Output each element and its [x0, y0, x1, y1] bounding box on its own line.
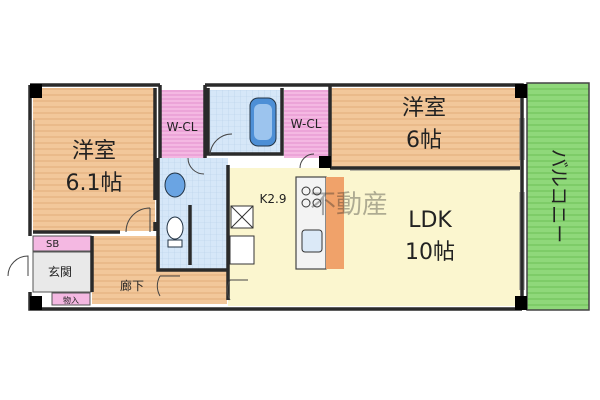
- stove-burner: [301, 186, 311, 196]
- washing-machine-pan: [229, 235, 255, 265]
- west-bedroom-name: 洋室: [72, 139, 116, 164]
- east-bedroom-name: 洋室: [402, 96, 446, 121]
- toilet: [166, 216, 184, 240]
- east-bedroom-size: 6帖: [406, 128, 442, 153]
- shoebox-label: SB: [46, 239, 59, 250]
- bathtub-inner: [254, 104, 272, 140]
- hallway-label: 廊下: [120, 278, 144, 293]
- column: [515, 296, 527, 310]
- entrance-floor: [32, 251, 92, 293]
- west-bedroom-size: 6.1帖: [66, 171, 123, 196]
- closet-left-floor: [160, 90, 205, 158]
- stove-burner: [312, 198, 322, 208]
- column: [515, 84, 527, 98]
- stove-burner: [312, 186, 322, 196]
- ldk-floor: [228, 168, 520, 306]
- closet-right-floor: [284, 90, 329, 158]
- kitchen-sink: [301, 229, 323, 253]
- ldk-name: LDK: [408, 208, 452, 233]
- column: [30, 84, 42, 98]
- kitchen-label: K2.9: [260, 192, 287, 206]
- balcony-label: バルコニー: [548, 149, 570, 244]
- closet-right-label: W-CL: [291, 117, 322, 131]
- storage-floor: [51, 292, 91, 306]
- west-bedroom-floor: [33, 88, 155, 231]
- doors: [7, 133, 315, 301]
- entrance-label: 玄関: [48, 264, 72, 279]
- east-bedroom-floor: [330, 88, 520, 168]
- column: [319, 156, 331, 168]
- shoebox: [32, 235, 92, 252]
- ldk-size: 10帖: [405, 240, 455, 265]
- balcony-area: [526, 82, 590, 311]
- column: [30, 296, 42, 310]
- kitchen-backsplash: [326, 177, 344, 269]
- watermark: 不動産: [310, 190, 388, 220]
- washbasin: [164, 172, 186, 198]
- storage-label: 物入: [63, 295, 79, 305]
- toilet-tank: [167, 239, 183, 248]
- closet-left-label: W-CL: [167, 120, 198, 134]
- stove-burner: [301, 198, 311, 208]
- windows: [29, 118, 525, 290]
